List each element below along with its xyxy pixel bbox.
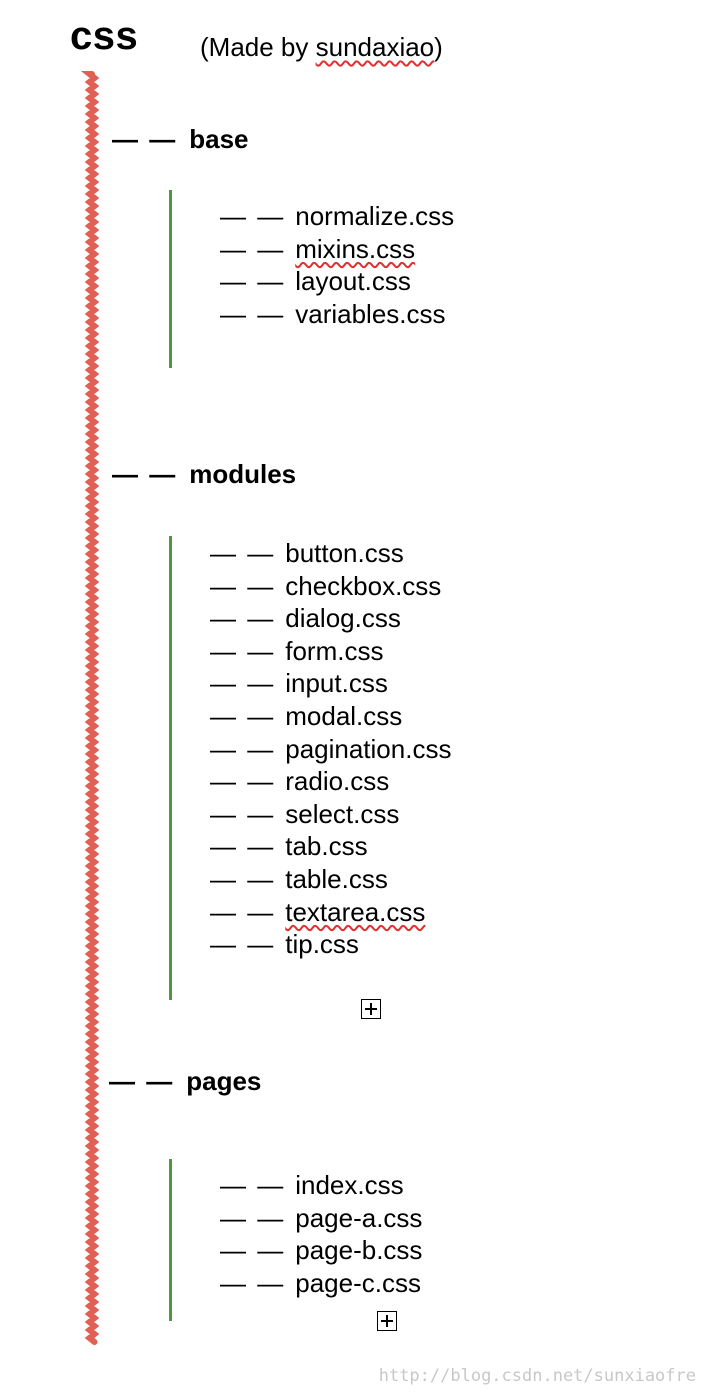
file-item[interactable]: — — tip.css bbox=[210, 928, 359, 960]
file-item[interactable]: — — dialog.css bbox=[210, 602, 401, 634]
file-item[interactable]: — — button.css bbox=[210, 537, 404, 569]
file-item[interactable]: — — table.css bbox=[210, 863, 388, 895]
file-item[interactable]: — — layout.css bbox=[220, 265, 411, 297]
file-dash: — — bbox=[210, 766, 276, 797]
expand-plus-icon[interactable] bbox=[377, 1311, 397, 1331]
watermark: http://blog.csdn.net/sunxiaofre bbox=[378, 1366, 696, 1386]
file-label: layout.css bbox=[295, 266, 411, 297]
file-label: page-c.css bbox=[295, 1267, 421, 1298]
folder-dash: — — bbox=[109, 1066, 175, 1096]
branch-line-base bbox=[169, 190, 172, 368]
file-dash: — — bbox=[210, 668, 276, 699]
file-dash: — — bbox=[210, 733, 276, 764]
file-dash: — — bbox=[210, 570, 276, 601]
branch-line-pages bbox=[169, 1159, 172, 1321]
file-item[interactable]: — — mixins.css bbox=[220, 233, 415, 265]
file-item[interactable]: — — textarea.css bbox=[210, 896, 425, 928]
file-label: textarea.css bbox=[285, 896, 426, 927]
folder-modules[interactable]: — — modules bbox=[112, 459, 296, 490]
file-label: page-a.css bbox=[295, 1202, 423, 1233]
file-item[interactable]: — — pagination.css bbox=[210, 733, 451, 765]
root-title: css bbox=[70, 14, 139, 58]
folder-dash: — — bbox=[112, 124, 178, 154]
root-trunk-line bbox=[80, 71, 100, 1345]
file-dash: — — bbox=[220, 266, 286, 297]
file-dash: — — bbox=[210, 896, 276, 927]
file-label: form.css bbox=[285, 635, 384, 666]
file-label: tip.css bbox=[285, 929, 359, 960]
file-item[interactable]: — — input.css bbox=[210, 667, 388, 699]
file-dash: — — bbox=[220, 299, 286, 330]
file-item[interactable]: — — page-b.css bbox=[220, 1234, 422, 1266]
branch-line-modules bbox=[169, 536, 172, 1000]
file-dash: — — bbox=[210, 864, 276, 894]
file-label: normalize.css bbox=[295, 201, 455, 231]
file-item[interactable]: — — checkbox.css bbox=[210, 570, 441, 602]
file-dash: — — bbox=[220, 1202, 286, 1233]
file-label: tab.css bbox=[285, 831, 368, 862]
file-label: dialog.css bbox=[285, 603, 401, 634]
file-dash: — — bbox=[210, 831, 276, 862]
file-dash: — — bbox=[210, 701, 276, 731]
file-item[interactable]: — — page-c.css bbox=[220, 1267, 421, 1299]
file-label: select.css bbox=[285, 798, 400, 829]
file-dash: — — bbox=[220, 201, 286, 231]
folder-label: base bbox=[189, 124, 249, 154]
file-label: button.css bbox=[285, 538, 404, 568]
file-dash: — — bbox=[210, 538, 276, 568]
file-label: input.css bbox=[285, 668, 388, 699]
file-label: table.css bbox=[285, 864, 388, 894]
file-label: page-b.css bbox=[295, 1235, 423, 1266]
file-label: index.css bbox=[295, 1170, 404, 1200]
file-item[interactable]: — — tab.css bbox=[210, 830, 368, 862]
file-item[interactable]: — — page-a.css bbox=[220, 1202, 422, 1234]
file-label: mixins.css bbox=[295, 233, 416, 264]
file-dash: — — bbox=[220, 1170, 286, 1200]
expand-plus-icon[interactable] bbox=[361, 999, 381, 1019]
folder-pages[interactable]: — — pages bbox=[109, 1066, 261, 1097]
file-dash: — — bbox=[210, 603, 276, 634]
folder-dash: — — bbox=[112, 459, 178, 489]
file-label: pagination.css bbox=[285, 733, 452, 764]
file-item[interactable]: — — radio.css bbox=[210, 765, 389, 797]
file-item[interactable]: — — form.css bbox=[210, 635, 383, 667]
file-item[interactable]: — — normalize.css bbox=[220, 200, 454, 232]
file-dash: — — bbox=[220, 1267, 286, 1298]
author-name: sundaxiao bbox=[315, 32, 435, 62]
file-dash: — — bbox=[220, 1235, 286, 1266]
file-dash: — — bbox=[210, 798, 276, 829]
file-label: variables.css bbox=[295, 299, 446, 330]
file-item[interactable]: — — modal.css bbox=[210, 700, 402, 732]
folder-label: modules bbox=[189, 459, 297, 489]
file-item[interactable]: — — variables.css bbox=[220, 298, 446, 330]
file-item[interactable]: — — select.css bbox=[210, 798, 399, 830]
file-item[interactable]: — — index.css bbox=[220, 1169, 404, 1201]
folder-base[interactable]: — — base bbox=[112, 124, 249, 155]
folder-label: pages bbox=[186, 1066, 262, 1096]
author-note: (Made by sundaxiao) bbox=[200, 32, 443, 62]
file-label: checkbox.css bbox=[285, 570, 442, 601]
file-label: modal.css bbox=[285, 701, 403, 731]
file-dash: — — bbox=[220, 233, 286, 264]
file-label: radio.css bbox=[285, 766, 390, 797]
file-dash: — — bbox=[210, 929, 276, 960]
file-dash: — — bbox=[210, 635, 276, 666]
